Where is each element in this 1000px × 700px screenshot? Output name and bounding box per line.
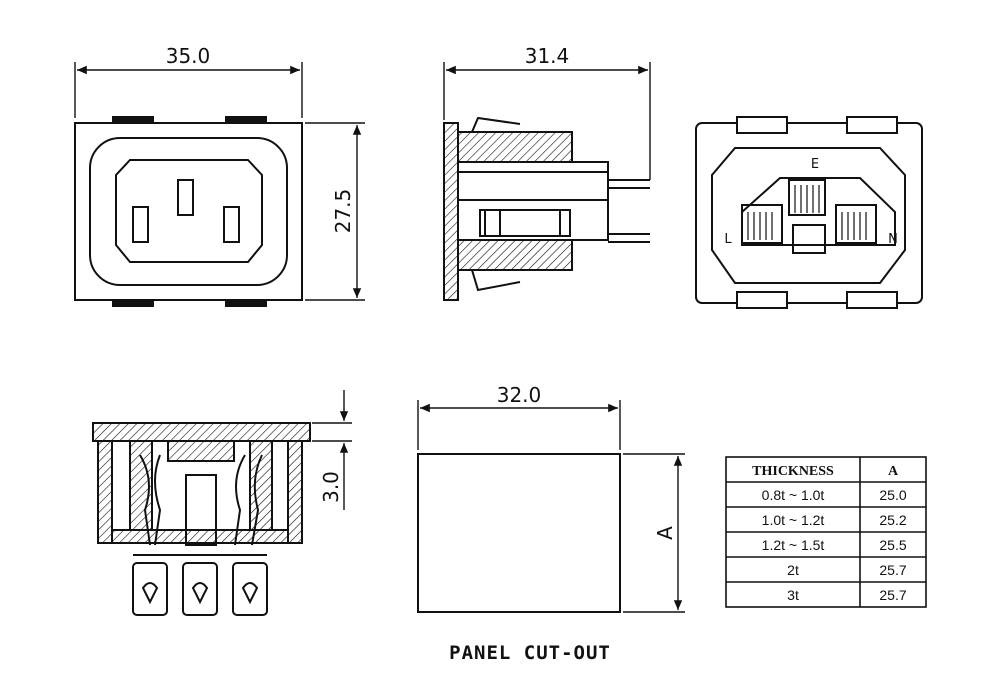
table-cell-thickness: 0.8t ~ 1.0t bbox=[762, 487, 825, 503]
table-header-thickness: THICKNESS bbox=[752, 464, 834, 479]
front-clip-top-right bbox=[225, 116, 267, 123]
table-cell-a: 25.2 bbox=[879, 512, 906, 528]
side-lower-wall bbox=[457, 239, 573, 271]
cutout-width-label: 32.0 bbox=[497, 383, 542, 407]
front-view bbox=[74, 116, 303, 307]
section-wall-right bbox=[287, 440, 303, 544]
table-cell-a: 25.7 bbox=[879, 562, 906, 578]
front-pin-line bbox=[132, 206, 149, 243]
rear-latch-top-left bbox=[736, 116, 788, 134]
table-header-a: A bbox=[888, 464, 899, 479]
rear-terminal-block bbox=[741, 177, 896, 246]
front-clip-bottom-left bbox=[112, 300, 154, 307]
terminal-label-earth: E bbox=[811, 157, 819, 172]
side-upper-wall bbox=[457, 131, 573, 163]
side-view bbox=[443, 116, 650, 301]
table-cell-thickness: 3t bbox=[787, 587, 799, 603]
section-flange bbox=[92, 422, 311, 442]
flange-thickness-label: 3.0 bbox=[319, 471, 343, 503]
rear-terminal-center bbox=[792, 224, 826, 254]
front-pin-neutral bbox=[223, 206, 240, 243]
front-height-dimension bbox=[305, 122, 365, 301]
terminal-label-line: L bbox=[724, 232, 732, 247]
section-contact-right bbox=[234, 454, 246, 546]
front-socket-inner bbox=[115, 159, 263, 263]
rear-view bbox=[695, 116, 923, 309]
section-contact-center bbox=[185, 474, 217, 546]
front-width-dimension bbox=[74, 62, 303, 118]
front-socket-outer bbox=[89, 137, 288, 286]
panel-cutout-outline bbox=[417, 453, 621, 613]
front-pin-earth bbox=[177, 179, 194, 216]
section-view bbox=[92, 422, 311, 616]
side-contact bbox=[479, 209, 571, 237]
table-cell-a: 25.7 bbox=[879, 587, 906, 603]
table-cell-thickness: 1.2t ~ 1.5t bbox=[762, 537, 825, 553]
rear-latch-bottom-left bbox=[736, 291, 788, 309]
front-body-outline bbox=[74, 122, 303, 301]
panel-cutout-caption: PANEL CUT-OUT bbox=[449, 642, 611, 664]
cutout-height-dimension bbox=[623, 453, 685, 613]
table-cell-a: 25.0 bbox=[879, 487, 906, 503]
side-clip-top bbox=[471, 116, 521, 133]
rear-terminal-neutral bbox=[835, 204, 877, 244]
section-tab-center bbox=[182, 562, 218, 616]
thickness-table bbox=[725, 456, 927, 608]
section-rib-right bbox=[249, 440, 273, 531]
front-width-label: 35.0 bbox=[166, 44, 211, 68]
section-tab-right bbox=[232, 562, 268, 616]
rear-terminal-earth bbox=[788, 179, 826, 216]
section-contact-left bbox=[139, 454, 151, 546]
cutout-width-dimension bbox=[417, 400, 621, 450]
side-upper-cavity bbox=[457, 171, 609, 201]
flange-thickness-dimension bbox=[312, 390, 352, 510]
side-flange bbox=[443, 122, 459, 301]
cutout-height-label: A bbox=[653, 526, 677, 540]
side-depth-dimension bbox=[443, 62, 651, 180]
section-base bbox=[111, 529, 289, 544]
section-tab-left bbox=[132, 562, 168, 616]
front-clip-top-left bbox=[112, 116, 154, 123]
section-rib-center bbox=[167, 440, 235, 462]
table-cell-thickness: 1.0t ~ 1.2t bbox=[762, 512, 825, 528]
rear-terminal-line bbox=[741, 204, 783, 244]
side-clip-bottom bbox=[471, 269, 521, 292]
rear-body-outline bbox=[695, 122, 923, 304]
section-wall-left bbox=[97, 440, 113, 544]
rear-latch-bottom-right bbox=[846, 291, 898, 309]
front-height-label: 27.5 bbox=[331, 189, 355, 234]
side-depth-label: 31.4 bbox=[525, 44, 570, 68]
table-cell-a: 25.5 bbox=[879, 537, 906, 553]
front-clip-bottom-right bbox=[225, 300, 267, 307]
terminal-label-neutral: N bbox=[888, 232, 898, 247]
rear-socket-outline bbox=[711, 147, 906, 284]
rear-latch-top-right bbox=[846, 116, 898, 134]
table-cell-thickness: 2t bbox=[787, 562, 799, 578]
